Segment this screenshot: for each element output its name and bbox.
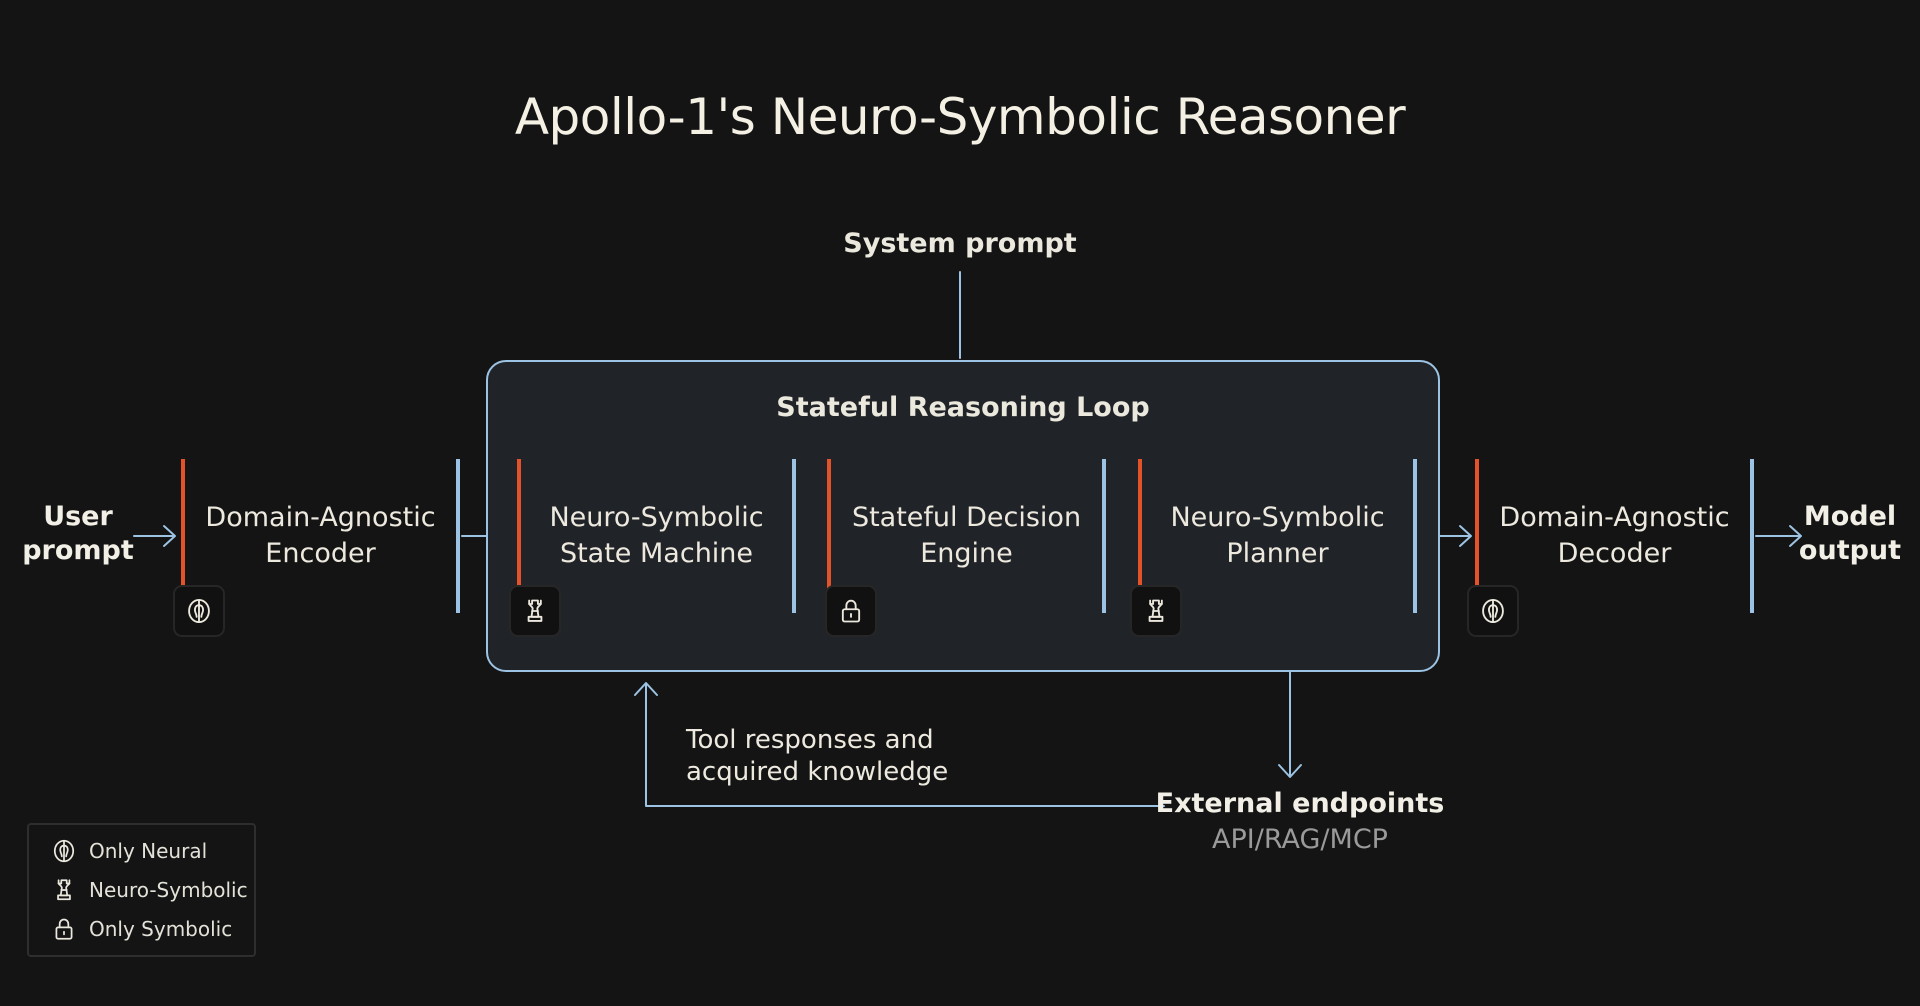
decoder-frame [1475, 459, 1754, 613]
user-prompt-label: User prompt [22, 501, 134, 566]
legend-label: Only Neural [89, 839, 208, 863]
diagram-title: Apollo-1's Neuro-Symbolic Reasoner [514, 88, 1406, 146]
planner-badge [1130, 585, 1182, 637]
lock-icon [55, 918, 73, 940]
legend-item-neural: Only Neural [51, 838, 207, 864]
external-endpoints-subtitle: API/RAG/MCP [1212, 824, 1388, 855]
chess-rook-icon [527, 599, 543, 622]
encoder-badge [173, 585, 225, 637]
chess-rook-icon [1148, 599, 1164, 622]
model-output-label: Model output [1798, 501, 1902, 566]
legend-item-neuro-symbolic: Neuro-Symbolic [51, 877, 248, 903]
lock-icon [841, 599, 861, 623]
system-prompt-label: System prompt [843, 228, 1077, 259]
external-endpoints-title: External endpoints [1155, 788, 1445, 819]
legend-label: Only Symbolic [89, 917, 233, 941]
brain-icon [188, 598, 210, 624]
chess-rook-icon [57, 879, 71, 901]
feedback-label: Tool responses and acquired knowledge [686, 725, 949, 787]
stateful-reasoning-loop [486, 360, 1440, 672]
encoder-frame [181, 459, 460, 613]
brain-icon [53, 839, 75, 863]
legend-label: Neuro-Symbolic [89, 878, 248, 902]
state-machine-badge [509, 585, 561, 637]
legend-item-symbolic: Only Symbolic [51, 916, 232, 942]
decoder-badge [1467, 585, 1519, 637]
decision-engine-badge [825, 585, 877, 637]
loop-label: Stateful Reasoning Loop [776, 392, 1150, 423]
brain-icon [1482, 598, 1504, 624]
arrow-feedback-to-loop [645, 683, 1165, 807]
legend: Only Neural Neuro-Symbolic Only Symbolic [27, 823, 256, 957]
